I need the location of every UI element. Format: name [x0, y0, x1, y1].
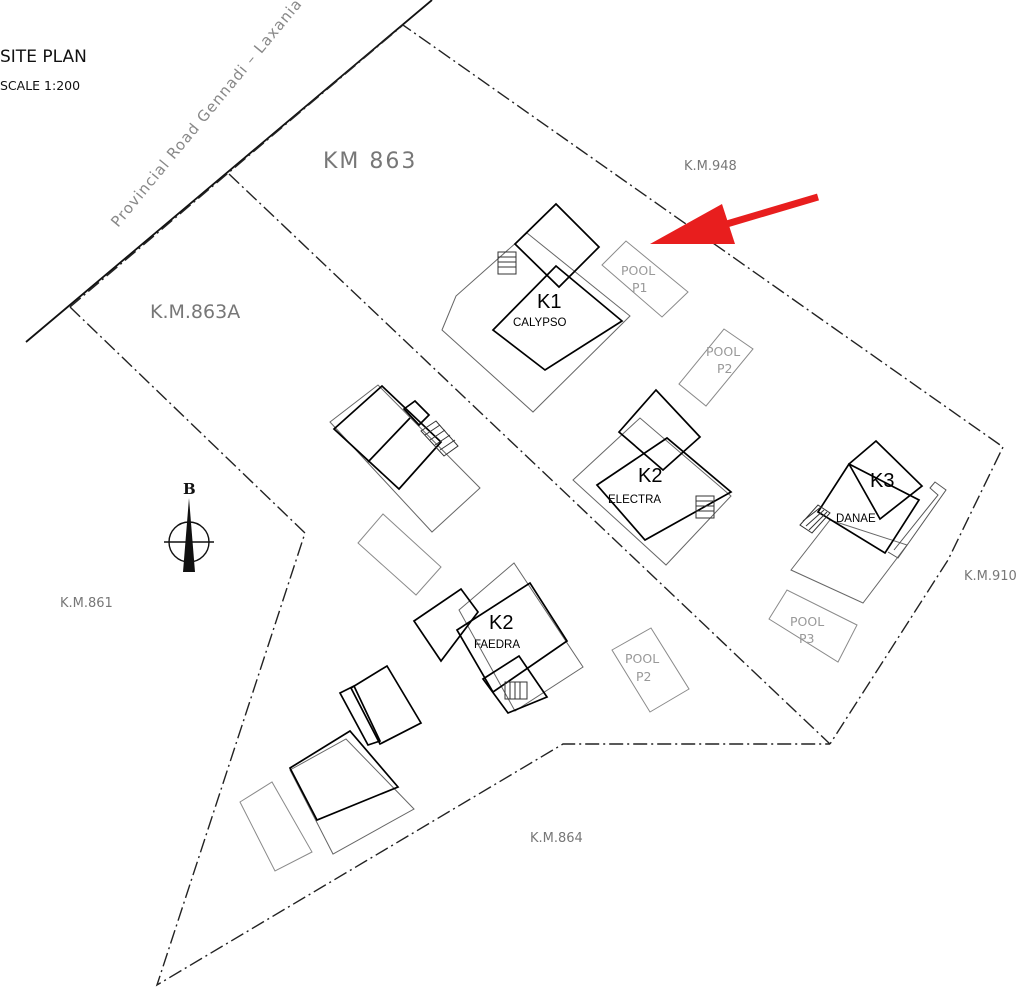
bottom-unit-main-block [288, 729, 400, 822]
k2-electra-terrace [572, 417, 732, 566]
unit-left-unnamed [329, 384, 481, 533]
k1-code-label: K1 [537, 291, 561, 313]
k1-stair-icon [497, 251, 517, 275]
k3-danae-terrace [790, 519, 908, 604]
drawing-title: SITE PLAN [0, 47, 87, 67]
lot-label-km863: KM 863 [323, 149, 417, 174]
pool-p3-line2: P3 [799, 631, 815, 646]
k3-danae-name-label: DANAE [836, 513, 876, 525]
pool-left-unnamed [357, 513, 442, 596]
unit-k2-electra: K2 ELECTRA [572, 388, 733, 566]
k2-faedra-lower-block [481, 654, 549, 715]
k1-terrace [441, 232, 631, 413]
left-unit-block [332, 384, 443, 491]
pool-p1: POOL P1 [601, 240, 689, 318]
pool-p3-line1: POOL [790, 614, 824, 629]
left-unit-outline [329, 384, 481, 533]
lot-label-km864: K.M.864 [530, 831, 583, 846]
k2-faedra-name-label: FAEDRA [474, 639, 520, 651]
k2-electra-stair-icon [695, 495, 715, 519]
k3-danae-pergola [887, 481, 947, 559]
k3-danae-stair-icon [799, 504, 831, 534]
k2-faedra-terrace [458, 562, 584, 712]
unit-k3-danae: K3 DANAE [790, 439, 947, 604]
red-pointer-arrow-icon [650, 193, 819, 244]
k2-faedra-stair-icon [504, 681, 528, 700]
bottom-unit-upper-block [349, 664, 423, 746]
compass-north-label: B [183, 480, 196, 498]
pool-p2-lower: POOL P2 [611, 627, 690, 713]
pool-p2-lower-line1: POOL [625, 651, 659, 666]
k2-faedra-main-block [455, 581, 569, 694]
k1-upper-block [513, 202, 601, 289]
pool-bottom-unnamed [239, 781, 313, 872]
lot-label-km863a: K.M.863A [150, 301, 240, 323]
bottom-unit-outline [289, 738, 415, 855]
drawing-scale: SCALE 1:200 [0, 78, 80, 93]
pool-p2-upper-line2: P2 [717, 361, 733, 376]
k1-name-label: CALYPSO [513, 317, 567, 329]
k3-danae-upper-block [847, 439, 924, 521]
plot-km863a-boundary [69, 306, 830, 987]
pool-p3: POOL P3 [768, 589, 858, 663]
pool-p1-line2: P1 [632, 280, 648, 295]
lot-label-km910: K.M.910 [964, 569, 1017, 584]
pool-p1-line1: POOL [621, 263, 655, 278]
k2-faedra-code-label: K2 [489, 612, 513, 634]
k1-main-block [491, 264, 624, 372]
lot-label-km861: K.M.861 [60, 596, 113, 611]
k2-electra-code-label: K2 [638, 465, 662, 487]
k3-danae-main-block [816, 462, 921, 555]
left-unit-stair-icon [420, 420, 459, 457]
internal-boundary [228, 173, 831, 745]
bottom-unit-connector [338, 684, 382, 747]
pool-p2-lower-line2: P2 [636, 669, 652, 684]
road-label: Provincial Road Gennadi – Laxania [107, 0, 306, 231]
pool-p2-upper: POOL P2 [678, 328, 754, 407]
unit-bottom-unnamed [288, 664, 423, 855]
lot-label-km948: K.M.948 [684, 159, 737, 174]
k2-faedra-side-block [412, 587, 480, 663]
plot-km863-boundary [69, 24, 1004, 745]
unit-k2-faedra: K2 FAEDRA [412, 562, 584, 715]
k2-electra-name-label: ELECTRA [608, 494, 661, 506]
pool-p2-upper-line1: POOL [706, 344, 740, 359]
unit-k1-calypso: K1 CALYPSO [441, 202, 631, 413]
north-compass-icon: B [164, 480, 214, 572]
k3-danae-code-label: K3 [870, 470, 894, 492]
k2-electra-upper-block [617, 388, 702, 472]
k2-electra-main-block [595, 436, 733, 542]
